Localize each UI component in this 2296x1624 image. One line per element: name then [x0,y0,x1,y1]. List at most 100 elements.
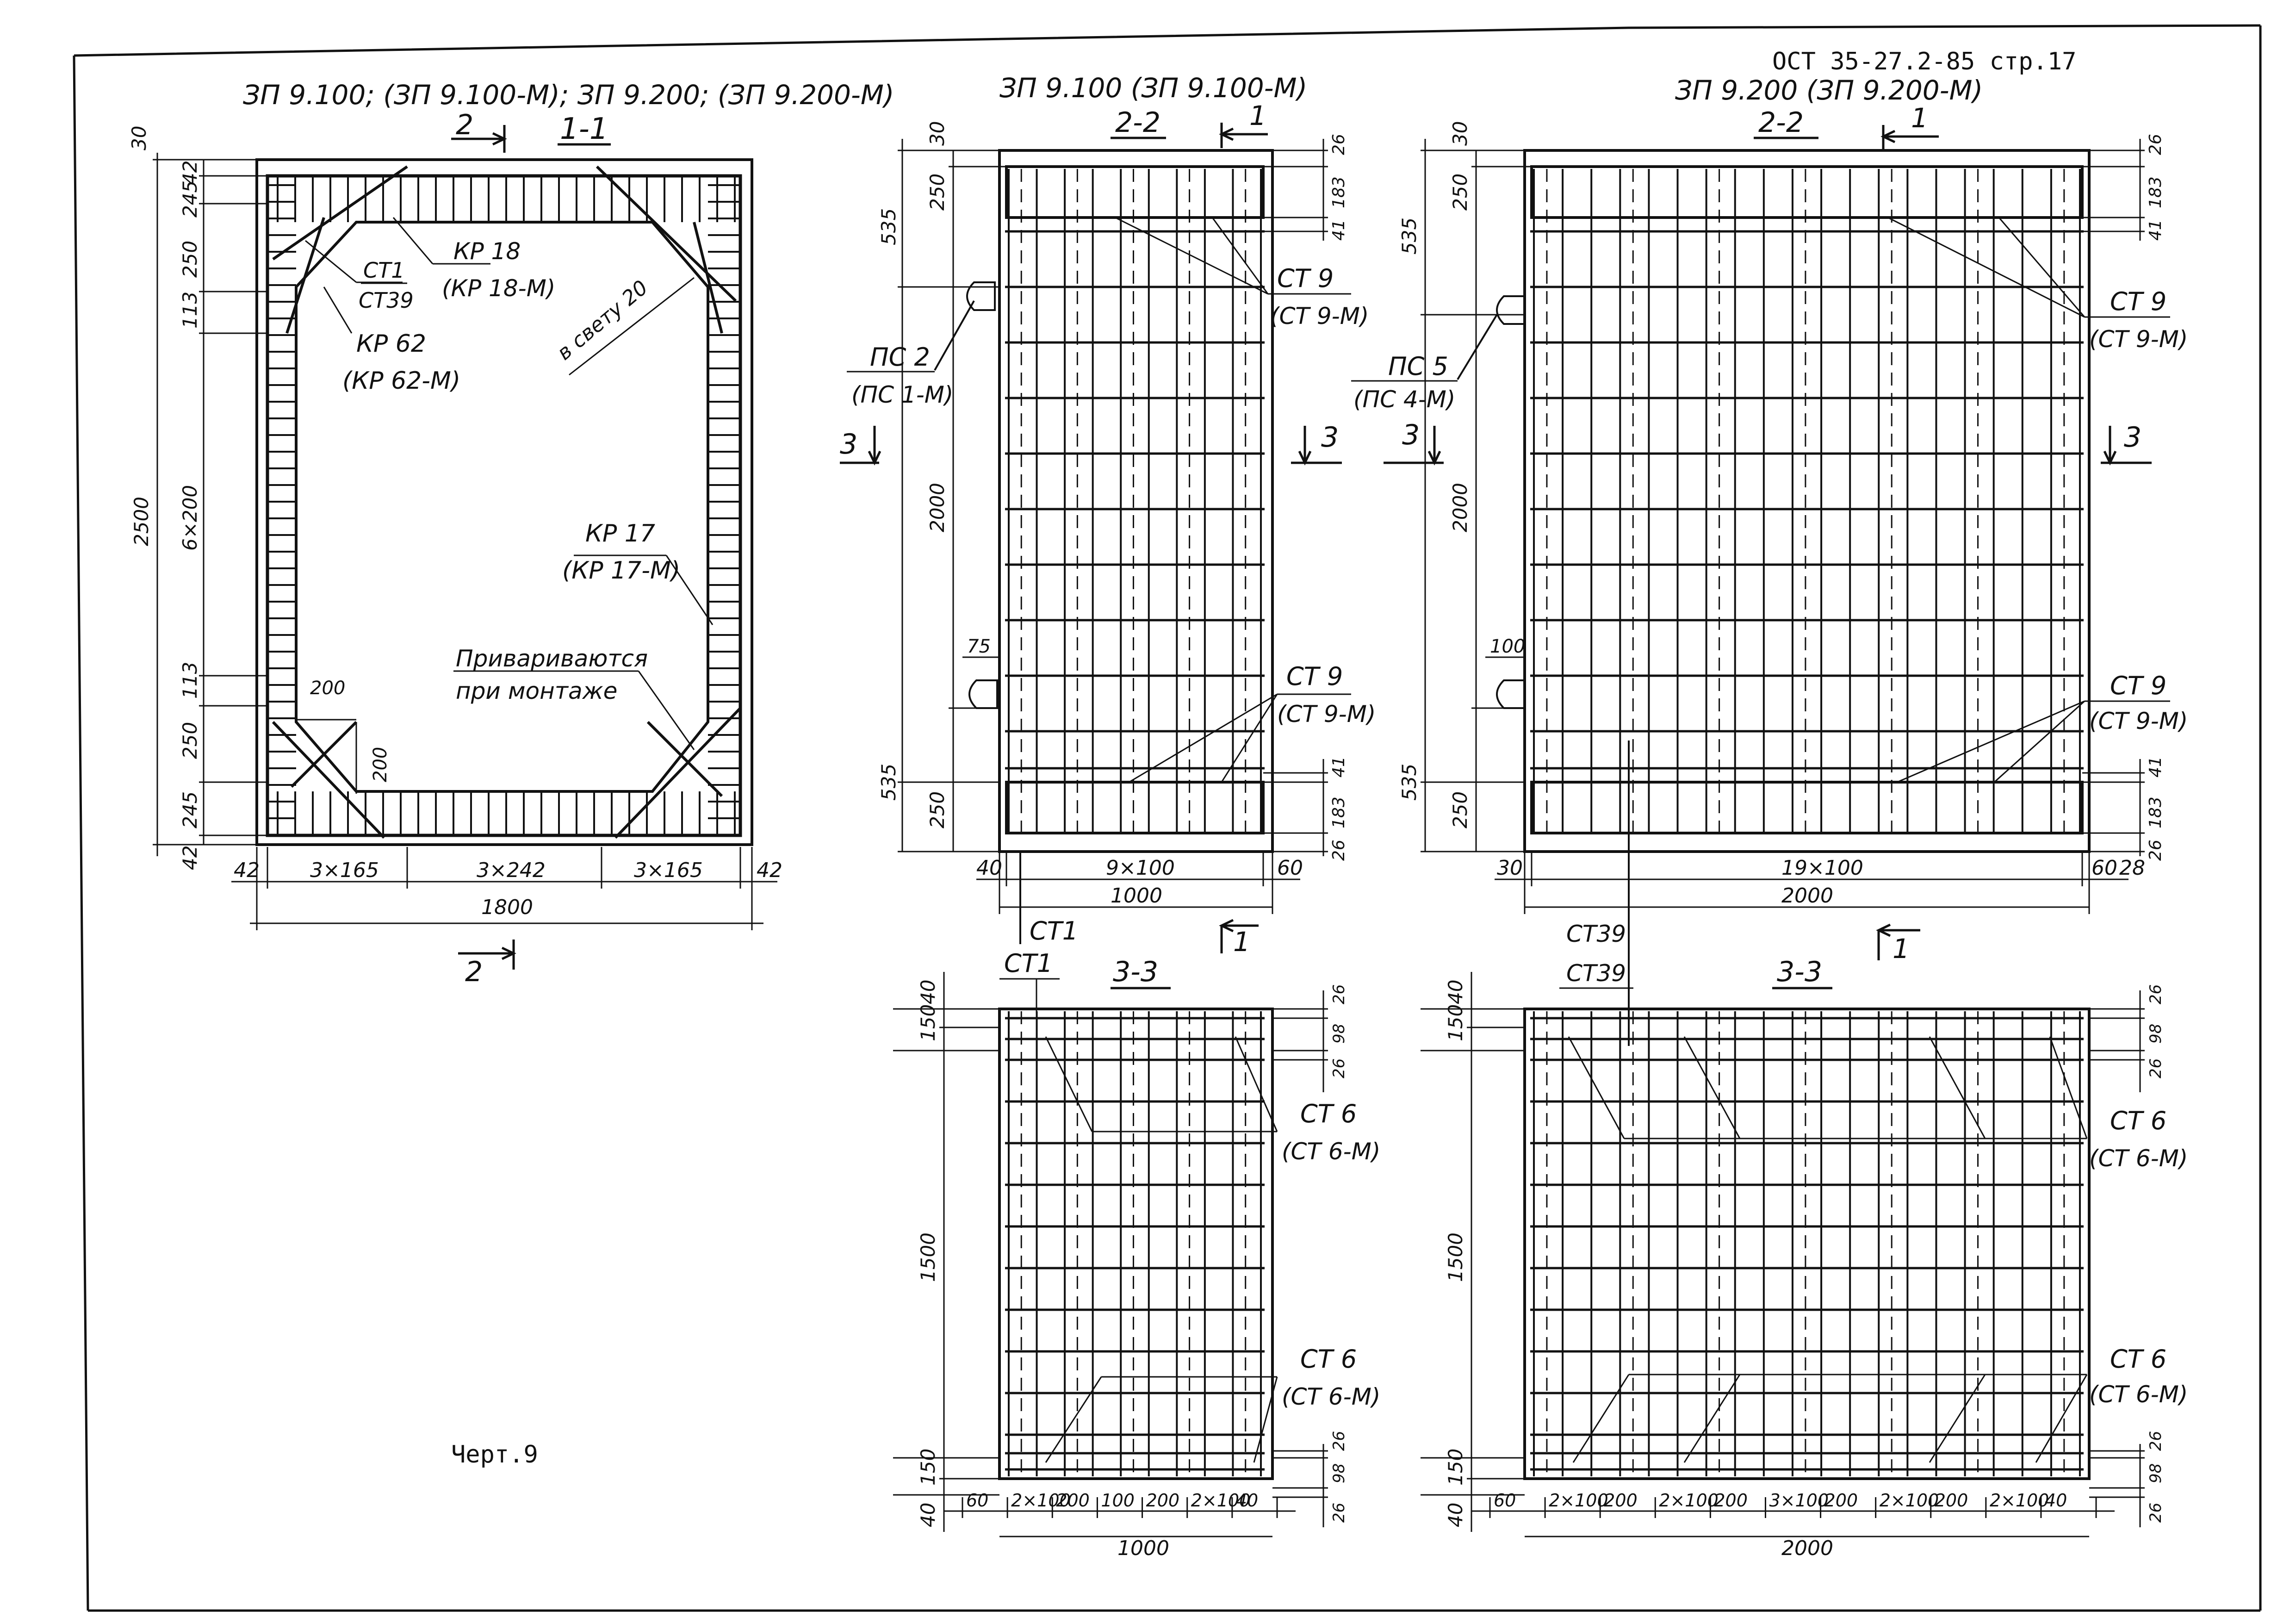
dim-250b-small: 250 [926,791,949,828]
dim-bottom-42-left: 42 [234,859,260,882]
dim-26d-3-3-large: 26 [2147,1503,2165,1523]
view-1-1-header: ЗП 9.100; (ЗП 9.100-М); ЗП 9.200; (ЗП 9.… [243,79,894,111]
dim-inner-200-h: 200 [310,678,345,699]
dim-41b-small: 41 [1329,756,1348,778]
dim-2000-large: 2000 [1449,483,1471,532]
dim-chain-right-3-3-large [2089,990,2145,1527]
dim-113-lower: 113 [179,662,201,699]
drawing-number: Черт.9 [451,1441,538,1468]
dim-bottom-3x242: 3×242 [477,859,546,882]
dim-30-small: 30 [926,121,949,146]
dim-bottom-60-large: 60 [2091,856,2117,880]
dim-535b-small: 535 [877,764,900,801]
dim-183-large: 183 [2146,176,2165,208]
dim-75: 75 [967,636,991,657]
arrow-3-left-small: 3 [840,428,857,460]
dim-chain-right-2-2-large [2082,139,2145,856]
cut-arrow-1-bottom-small [1219,919,1259,953]
ct9-leaders-large [1887,217,2170,783]
cut-arrow-2-bottom [458,940,516,970]
dim-labels-right-2-2-large: 26 183 41 41 183 26 [2146,134,2165,861]
arrow-3-left-large: 3 [1402,419,1420,451]
stirrups-1-1 [268,177,739,834]
label-ct9b-small: СТ 9 [1286,662,1343,691]
cut-mark-2-top: 2 [456,109,473,141]
dim-total-3-3-small: 1000 [1117,1537,1169,1560]
label-ct9m-small: (СТ 9-М) [1270,303,1369,330]
dim-250-large: 250 [1449,174,1471,211]
dim-inner-200 [296,719,357,794]
label-ps2: ПС 2 [870,342,930,372]
dim-40b-3-3-large: 40 [1444,1503,1467,1527]
dim-chain-label: 40 [2045,1490,2067,1511]
cut-mark-2-bottom: 2 [465,956,483,988]
dim-535b-large: 535 [1398,764,1421,801]
dim-bottom-19x100: 19×100 [1781,856,1863,880]
section-title-3-3-small: 3-3 [1113,956,1158,988]
view-2-2-small: ЗП 9.100 (ЗП 9.100-М) 2-2 1 ПС 2 (ПС 1-М… [840,72,1376,958]
label-clear-20: в свету 20 [552,276,652,365]
dim-245-lower: 245 [179,791,201,828]
dim-labels-bottom-2-2-large: 30 19×100 60 28 2000 [1497,856,2145,908]
dim-40-3-3-small: 40 [917,980,939,1004]
dim-42-lower: 42 [179,846,201,870]
label-ct1-bottom: СТ1 [1030,916,1078,946]
dim-chain-label: 2×100 [1011,1490,1071,1511]
panel-3-3-large [1523,1008,2091,1480]
dim-chain-bottom-2-2-small [976,852,1300,914]
ct6-leaders-large [1568,1036,2088,1463]
dim-150b-3-3-small: 150 [917,1449,939,1486]
dim-bottom-42-right: 42 [757,859,782,882]
dim-250-lower: 250 [179,722,201,759]
dim-98b-3-3-small: 98 [1330,1463,1348,1483]
dim-535-small: 535 [877,208,900,245]
arrow-3-right-large-symbol [2101,426,2152,466]
label-kr18: КР 18 [453,238,521,265]
dim-26c-3-3-small: 26 [1330,1431,1348,1451]
label-ct9bm-large: (СТ 9-М) [2089,708,2188,734]
dim-26-3-3-small: 26 [1330,984,1348,1004]
top-beam-2-2-small [1005,165,1265,219]
section-title-2-2-small: 2-2 [1115,106,1160,139]
dim-98b-3-3-large: 98 [2147,1463,2165,1483]
label-ct6b-large: СТ 6 [2110,1344,2166,1374]
panel-3-3-small [998,1008,1274,1480]
label-ct39-upper: СТ39 [1566,921,1626,947]
dim-labels-left-2-2-large: 30 535 250 2000 535 250 [1398,121,1471,828]
dim-26b-small: 26 [1329,840,1348,861]
dim-250b-large: 250 [1449,791,1471,828]
label-ct6bm-large: (СТ 6-М) [2089,1381,2188,1408]
dim-bottom-3x165-right: 3×165 [634,859,703,882]
dim-bottom-28-large: 28 [2119,856,2145,880]
dim-labels-left-1-1: 30 245 42 250 113 6×200 113 250 245 42 2… [128,126,201,870]
cut-mark-1-top-small: 1 [1249,100,1266,131]
dim-chain-left-2-2-large [1421,139,1532,852]
section-title-1-1: 1-1 [560,112,608,146]
mesh-3-3-small [1005,1011,1265,1476]
dim-chain-left-1-1 [153,153,268,856]
arrow-3-right-small-symbol [1291,426,1342,466]
dim-chain-bottom-1-1 [231,847,777,930]
lifting-loop-lower-small [968,679,998,709]
label-ct9m-large: (СТ 9-М) [2089,326,2188,353]
cut-mark-1-bottom-large: 1 [1893,933,1910,964]
dim-chain-label: 2×100 [1659,1490,1719,1511]
label-ps5: ПС 5 [1388,352,1448,381]
panel-2-2-small [998,149,1274,853]
cut-arrow-1-bottom-large [1876,923,1920,960]
lifting-loop-lower-large [1496,679,1526,709]
label-weld-1: Привариваются [456,645,648,672]
dim-113: 113 [179,292,201,329]
dim-26b-large: 26 [2146,840,2165,861]
dim-40-3-3-large: 40 [1444,980,1467,1004]
label-ct9-small: СТ 9 [1277,264,1334,293]
top-beam-2-2-large [1530,165,2084,219]
dim-chain-label: 200 [1935,1490,1968,1511]
label-ct6-small: СТ 6 [1300,1099,1357,1128]
dim-chain-left-3-3-small [893,972,999,1532]
dim-98-3-3-large: 98 [2147,1024,2165,1044]
arrow-3-right-small: 3 [1321,421,1339,454]
rebar-cage-outer [266,174,742,837]
label-ct6b-small: СТ 6 [1300,1344,1357,1374]
